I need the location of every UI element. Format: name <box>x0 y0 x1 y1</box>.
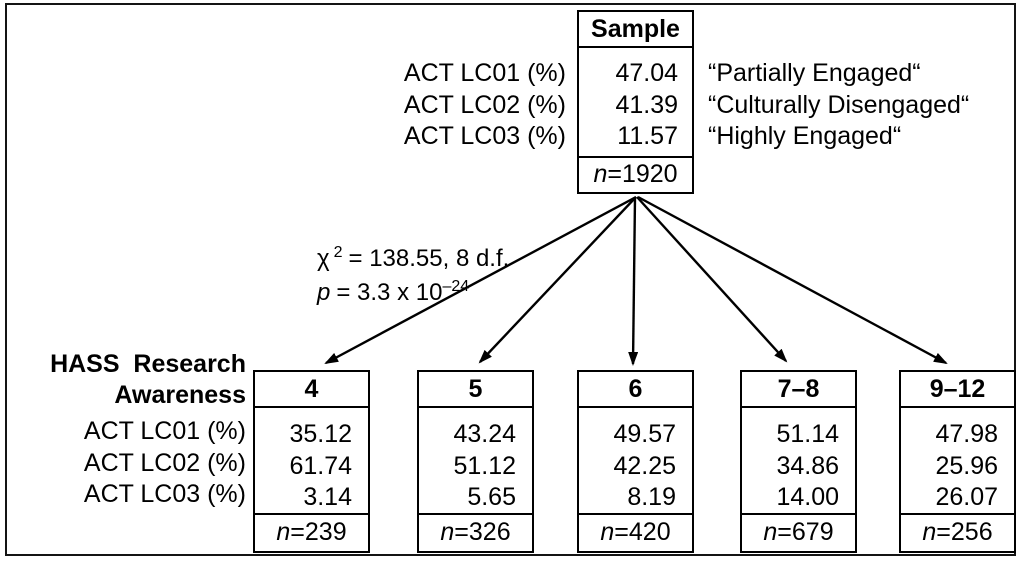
p-symbol: p <box>317 279 331 306</box>
sample-box-values: 47.04 41.39 11.57 <box>579 48 692 156</box>
n-value: =326 <box>454 518 511 546</box>
group-box-values: 49.57 42.25 8.19 <box>579 408 692 513</box>
group-box-title: 7–8 <box>742 372 855 408</box>
p-value: = 3.3 x 10 <box>336 279 443 306</box>
group-box-title: 9–12 <box>901 372 1014 408</box>
n-value: =239 <box>290 518 347 546</box>
group-box-values: 51.14 34.86 14.00 <box>742 408 855 513</box>
chi-symbol: χ <box>317 245 330 272</box>
n-value: =420 <box>614 518 671 546</box>
sample-row-label: ACT LC03 (%) <box>403 122 566 150</box>
sample-row-labels: ACT LC01 (%) ACT LC02 (%) ACT LC03 (%) <box>280 58 566 153</box>
group-value: 3.14 <box>303 483 352 511</box>
group-row-label: ACT LC03 (%) <box>83 480 246 508</box>
group-box-values: 35.12 61.74 3.14 <box>255 408 368 513</box>
n-symbol: n <box>922 518 937 546</box>
group-box-values: 47.98 25.96 26.07 <box>901 408 1014 513</box>
sample-value: 41.39 <box>615 90 678 119</box>
group-box-n: n=679 <box>742 513 855 551</box>
group-box-n: n=239 <box>255 513 368 551</box>
group-box-6: 6 49.57 42.25 8.19 n=420 <box>577 370 694 553</box>
group-row-label: ACT LC01 (%) <box>83 417 246 445</box>
n-symbol: n <box>600 518 615 546</box>
group-row-label: ACT LC02 (%) <box>83 448 246 477</box>
group-value: 34.86 <box>776 451 839 480</box>
n-symbol: n <box>440 518 455 546</box>
chi-exponent: 2 <box>333 244 343 261</box>
group-box-title: 6 <box>579 372 692 408</box>
arrow-to-group-6 <box>628 196 639 366</box>
group-box-5: 5 43.24 51.12 5.65 n=326 <box>417 370 534 553</box>
group-box-n: n=420 <box>579 513 692 551</box>
n-value: =256 <box>936 518 993 546</box>
group-value: 47.98 <box>935 420 998 448</box>
group-value: 35.12 <box>289 420 352 448</box>
group-value: 51.14 <box>776 420 839 448</box>
arrow-to-group-9-12 <box>637 195 948 365</box>
group-axis-title-line1: HASS Research <box>50 350 246 378</box>
group-box-values: 43.24 51.12 5.65 <box>419 408 532 513</box>
p-exponent: –24 <box>442 278 470 295</box>
sample-box-n: n=1920 <box>579 156 692 192</box>
class-name: “Highly Engaged“ <box>708 122 902 150</box>
group-value: 5.65 <box>467 483 516 511</box>
sample-value: 47.04 <box>615 59 678 87</box>
group-value: 42.25 <box>613 451 676 480</box>
sample-value: 11.57 <box>617 122 678 150</box>
n-symbol: n <box>763 518 778 546</box>
group-box-9-12: 9–12 47.98 25.96 26.07 n=256 <box>899 370 1016 553</box>
group-box-title: 5 <box>419 372 532 408</box>
arrow-to-group-5 <box>478 196 637 364</box>
group-value: 43.24 <box>453 420 516 448</box>
group-value: 25.96 <box>935 451 998 480</box>
n-symbol: n <box>593 160 608 188</box>
class-name-labels: “Partially Engaged“ “Culturally Disengag… <box>708 58 1018 153</box>
sample-row-label: ACT LC01 (%) <box>403 59 566 87</box>
class-name: “Partially Engaged“ <box>708 59 921 87</box>
sample-box-title: Sample <box>579 12 692 48</box>
group-axis-title: HASS Research Awareness <box>14 349 246 411</box>
sample-row-label: ACT LC02 (%) <box>403 90 566 119</box>
arrow-to-group-4 <box>324 195 637 365</box>
figure-border <box>5 3 1016 556</box>
n-value: =1920 <box>607 160 678 188</box>
group-box-7-8: 7–8 51.14 34.86 14.00 n=679 <box>740 370 857 553</box>
group-value: 8.19 <box>627 483 676 511</box>
class-name: “Culturally Disengaged“ <box>708 90 970 119</box>
group-value: 49.57 <box>613 420 676 448</box>
group-row-labels: ACT LC01 (%) ACT LC02 (%) ACT LC03 (%) <box>14 416 246 511</box>
n-symbol: n <box>276 518 291 546</box>
arrow-to-group-7-8 <box>636 196 788 363</box>
group-value: 61.74 <box>289 451 352 480</box>
p-value-line: p= 3.3 x 10–24 <box>317 273 509 307</box>
group-box-n: n=256 <box>901 513 1014 551</box>
group-value: 51.12 <box>453 451 516 480</box>
sample-box: Sample 47.04 41.39 11.57 n=1920 <box>577 10 694 194</box>
n-value: =679 <box>777 518 834 546</box>
chi-value: = 138.55, 8 d.f. <box>348 245 510 272</box>
group-box-n: n=326 <box>419 513 532 551</box>
group-box-4: 4 35.12 61.74 3.14 n=239 <box>253 370 370 553</box>
group-box-title: 4 <box>255 372 368 408</box>
group-value: 26.07 <box>935 483 998 511</box>
group-value: 14.00 <box>776 483 839 511</box>
group-axis-title-line2: Awareness <box>114 381 246 409</box>
